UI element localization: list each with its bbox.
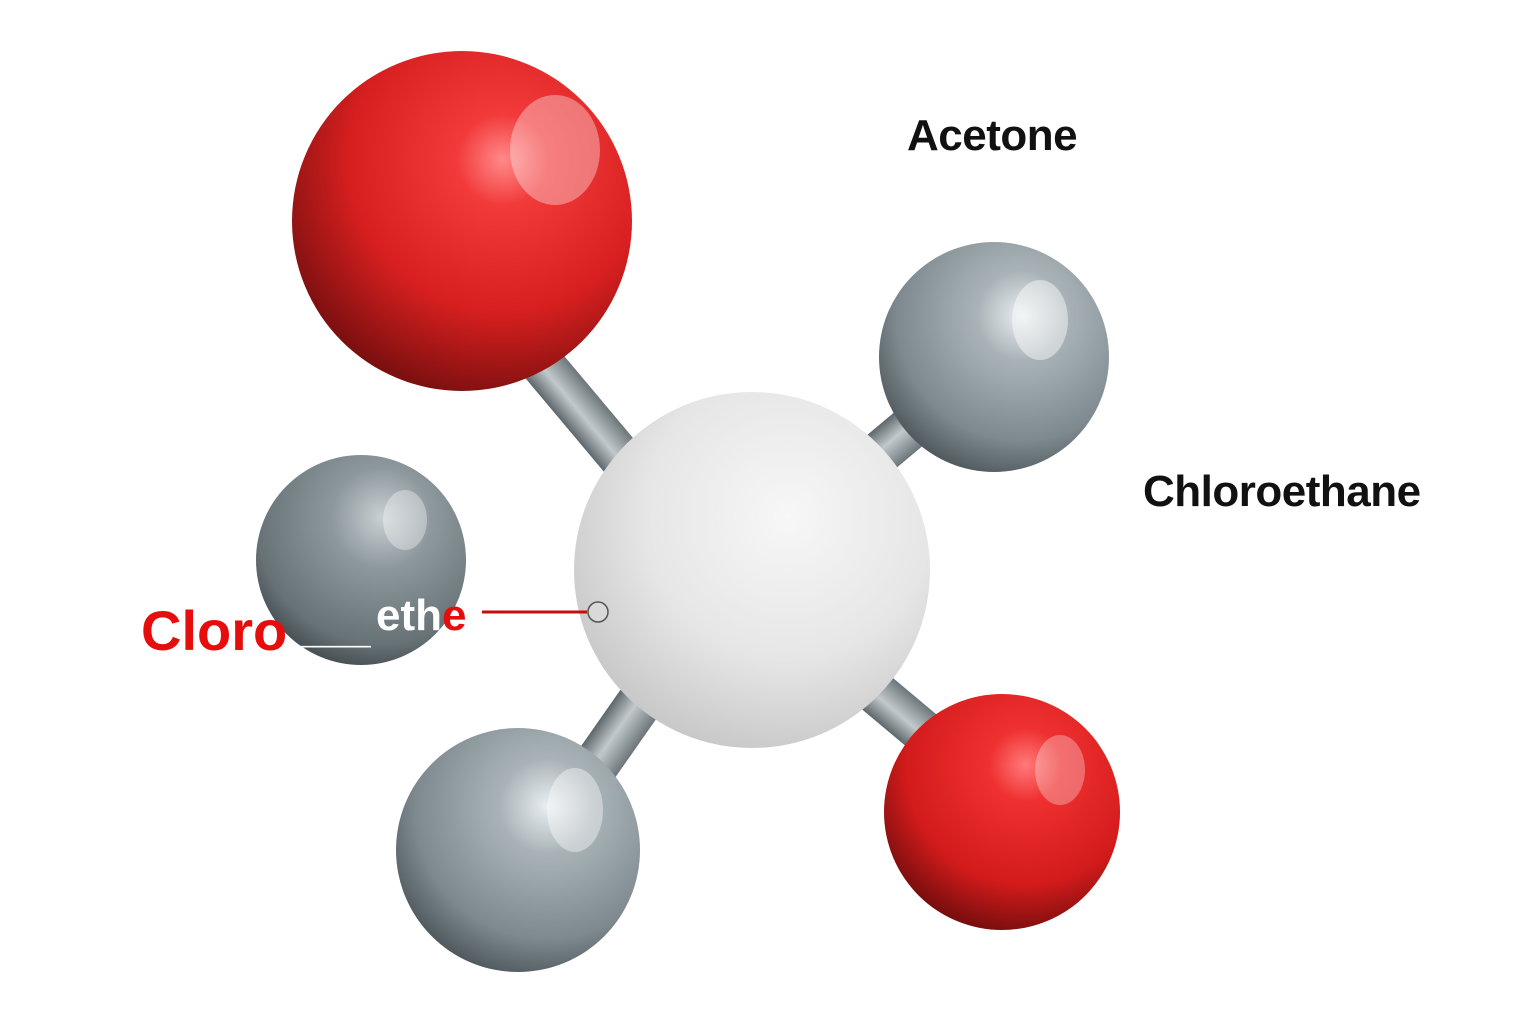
- atom-carbon-center: [574, 392, 930, 748]
- atom-chlorine-left: [256, 455, 466, 665]
- callout-leader: [482, 601, 609, 623]
- atom-chlorine-top-right: [879, 242, 1109, 472]
- callout-text-eth: eth: [376, 591, 442, 640]
- bond-top-left: [519, 341, 651, 489]
- atom-chlorine-bottom-left: [396, 728, 640, 972]
- callout-text-e: e: [442, 591, 467, 640]
- callout-label-left: Cloro___: [141, 603, 371, 659]
- atom-oxygen-bottom-right: [884, 694, 1120, 930]
- callout-label-right: ethe: [376, 594, 466, 638]
- atom-oxygen-top-left: [292, 51, 632, 391]
- label-acetone: Acetone: [907, 111, 1078, 160]
- callout-blank: ___: [297, 603, 371, 652]
- callout-text-cloro: Cloro: [141, 599, 288, 662]
- label-chloroethane: Chloroethane: [1143, 467, 1421, 516]
